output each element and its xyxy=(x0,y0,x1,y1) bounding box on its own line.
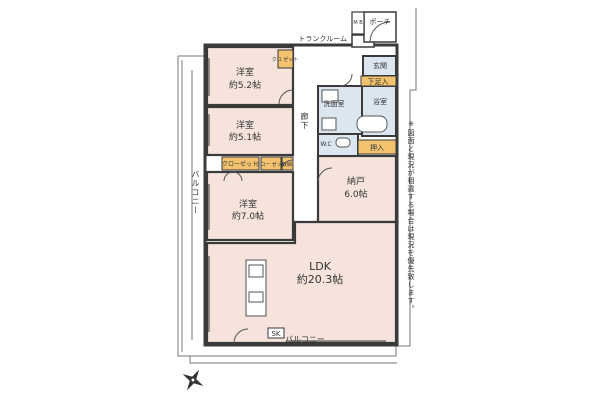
door-swings xyxy=(223,73,353,344)
room3-name: 洋室 xyxy=(239,198,257,210)
bath-fixtures xyxy=(321,89,388,148)
sk-label: SK xyxy=(271,330,280,338)
balcony-left-label: バルコニー xyxy=(191,170,200,215)
hallway-label: 廊下 xyxy=(300,112,309,130)
porch-box xyxy=(363,11,397,43)
wc-label: W.C xyxy=(320,141,331,148)
room-western-2 xyxy=(205,105,295,157)
compass-rose xyxy=(182,369,204,391)
oshiire-label: 押入 xyxy=(370,143,384,152)
balcony-rails xyxy=(177,8,417,364)
oshiire-block xyxy=(357,139,397,155)
closet-block-mid xyxy=(260,156,282,171)
closet-block-top xyxy=(277,49,294,69)
hallway-floor xyxy=(295,80,317,240)
storage-label: 収納 xyxy=(282,161,292,168)
room2-name: 洋室 xyxy=(236,119,254,131)
ldk-size: 約20.3帖 xyxy=(297,272,344,286)
bathroom-label: 浴室 xyxy=(373,97,387,106)
storeroom-name: 納戸 xyxy=(347,175,365,187)
closet2-label: クロー ゼット xyxy=(255,161,287,168)
room1-size: 約5.2帖 xyxy=(229,79,261,91)
ldk-name: LDK xyxy=(309,260,332,273)
room-storeroom xyxy=(316,154,398,224)
closet-block-left xyxy=(221,156,260,171)
balcony-bottom-label: バルコニー xyxy=(285,335,325,344)
kitchen-counter xyxy=(245,259,285,339)
storeroom-size: 6.0帖 xyxy=(344,188,367,200)
porch-door-swing xyxy=(369,21,391,43)
mb-label: M B xyxy=(353,20,363,26)
shoe-storage-label: 下足入 xyxy=(368,78,389,86)
room2-size: 約5.1帖 xyxy=(229,131,261,143)
storage-block xyxy=(281,156,294,171)
closet-small-label: クロ ゼット xyxy=(272,56,299,63)
closet-label: クローゼット xyxy=(222,160,258,168)
trunk-room-label: トランクルーム xyxy=(298,35,347,43)
porch-label: ポーチ xyxy=(370,18,391,26)
disclaimer-note: ※図面と現況が相違する場合は現況を優先致します。 xyxy=(407,120,415,313)
room3-size: 約7.0帖 xyxy=(232,210,264,222)
windows-left xyxy=(204,58,386,346)
entrance-label: 玄関 xyxy=(373,61,387,70)
room1-name: 洋室 xyxy=(236,66,254,78)
shoe-storage-block xyxy=(360,75,397,87)
room-western-3 xyxy=(205,170,295,242)
washroom-label: 洗面室 xyxy=(324,99,345,108)
mb-box xyxy=(351,11,365,35)
